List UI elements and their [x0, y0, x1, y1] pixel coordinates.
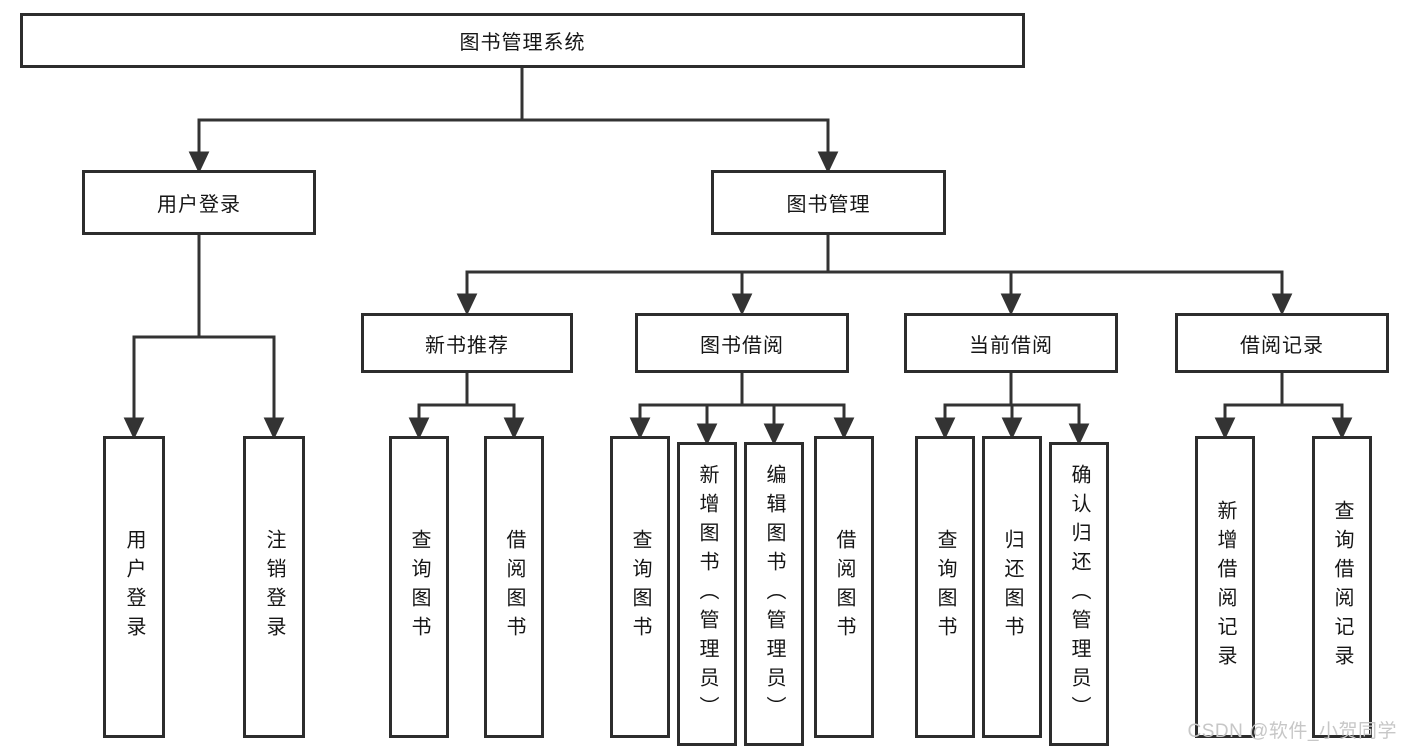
- node-label: 编辑图书（管理员）: [763, 463, 785, 725]
- node-label: 新书推荐: [425, 334, 509, 357]
- node-label: 查询图书: [629, 529, 651, 645]
- node-label: 查询借阅记录: [1331, 500, 1353, 674]
- node-book-management: 图书管理: [711, 170, 946, 235]
- leaf-add-borrow-record: 新增借阅记录: [1195, 436, 1255, 738]
- node-label: 借阅记录: [1240, 334, 1324, 357]
- watermark: CSDN @软件_小贺同学: [1187, 721, 1397, 742]
- leaf-query-book-recommend: 查询图书: [389, 436, 449, 738]
- node-label: 图书管理系统: [459, 32, 586, 54]
- leaf-query-book-current: 查询图书: [915, 436, 975, 738]
- node-label: 确认归还（管理员）: [1068, 463, 1090, 725]
- node-label: 归还图书: [1001, 529, 1023, 645]
- leaf-user-login: 用户登录: [103, 436, 165, 738]
- node-label: 用户登录: [157, 194, 241, 216]
- node-label: 查询图书: [408, 529, 430, 645]
- node-label: 新增图书（管理员）: [696, 463, 718, 725]
- node-root-library-system: 图书管理系统: [20, 13, 1025, 68]
- leaf-borrow-book: 借阅图书: [814, 436, 874, 738]
- node-current-borrow: 当前借阅: [904, 313, 1118, 373]
- node-label: 查询图书: [934, 529, 956, 645]
- leaf-query-book-borrow: 查询图书: [610, 436, 670, 738]
- node-label: 当前借阅: [969, 334, 1053, 357]
- node-label: 新增借阅记录: [1214, 500, 1236, 674]
- node-new-book-recommend: 新书推荐: [361, 313, 573, 373]
- node-label: 借阅图书: [833, 529, 855, 645]
- leaf-edit-book-admin: 编辑图书（管理员）: [744, 442, 804, 746]
- node-user-login: 用户登录: [82, 170, 316, 235]
- node-book-borrow: 图书借阅: [635, 313, 849, 373]
- node-borrow-records: 借阅记录: [1175, 313, 1389, 373]
- leaf-query-borrow-record: 查询借阅记录: [1312, 436, 1372, 738]
- leaf-logout: 注销登录: [243, 436, 305, 738]
- leaf-borrow-book-recommend: 借阅图书: [484, 436, 544, 738]
- leaf-confirm-return-admin: 确认归还（管理员）: [1049, 442, 1109, 746]
- node-label: 图书管理: [786, 194, 871, 216]
- node-label: 注销登录: [263, 529, 285, 645]
- leaf-add-book-admin: 新增图书（管理员）: [677, 442, 737, 746]
- node-label: 图书借阅: [700, 334, 784, 357]
- leaf-return-book: 归还图书: [982, 436, 1042, 738]
- connectors: [123, 68, 1353, 446]
- node-label: 借阅图书: [503, 529, 525, 645]
- node-label: 用户登录: [123, 529, 145, 645]
